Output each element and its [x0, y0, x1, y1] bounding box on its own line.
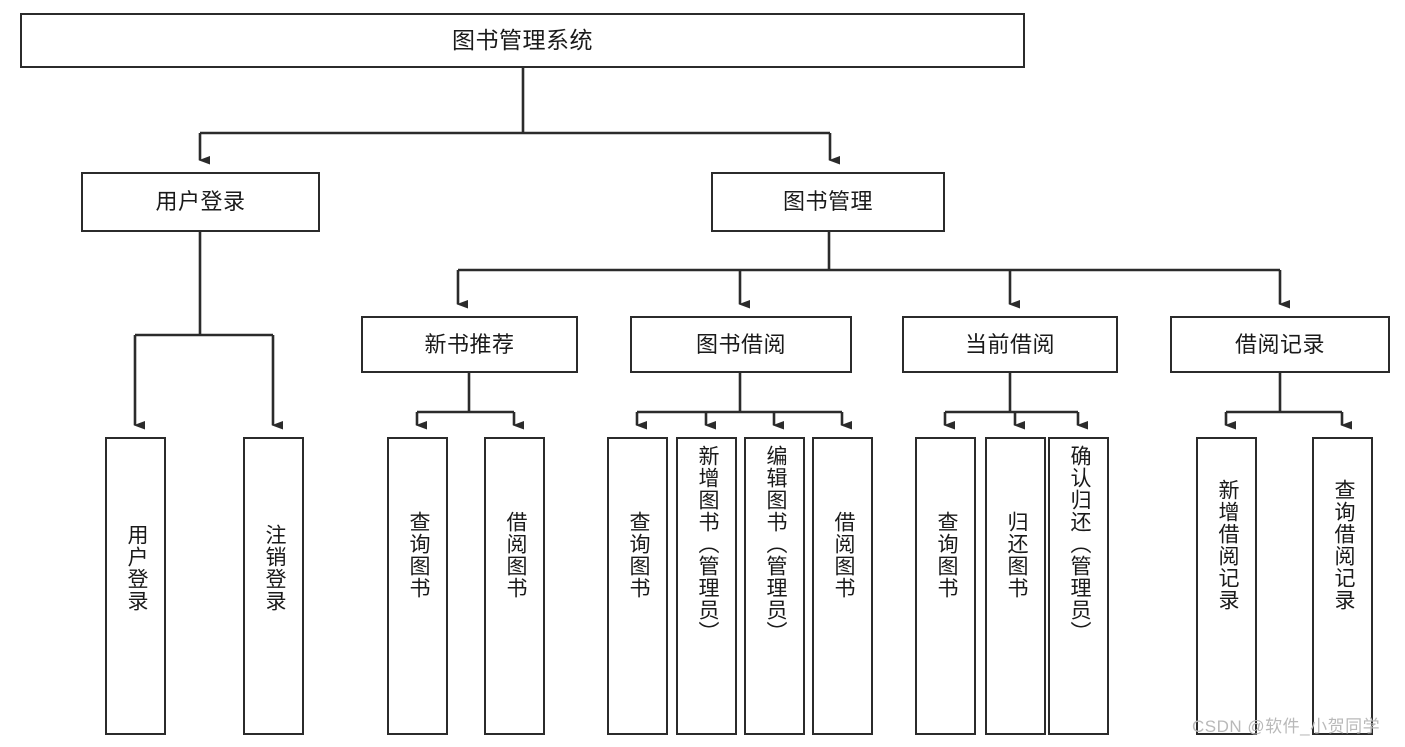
node-label: 新增借阅记录	[1215, 479, 1239, 611]
node-root-system[interactable]: 图书管理系统	[20, 13, 1025, 68]
node-book-manage[interactable]: 图书管理	[711, 172, 945, 232]
node-label: 借阅图书	[503, 511, 527, 599]
watermark-text: CSDN @软件_小贺同学	[1192, 717, 1381, 736]
node-label: 借阅图书	[831, 511, 855, 599]
node-label: 当前借阅	[964, 331, 1055, 357]
node-leaf-query-borrow-record[interactable]: 查询借阅记录	[1312, 437, 1373, 735]
node-label: 编辑图书（管理员）	[763, 445, 787, 643]
node-leaf-query-book-recommend[interactable]: 查询图书	[387, 437, 448, 735]
node-label: 查询图书	[626, 511, 650, 599]
node-label: 查询借阅记录	[1331, 479, 1355, 611]
node-leaf-logout-login[interactable]: 注销登录	[243, 437, 304, 735]
node-label: 查询图书	[406, 511, 430, 599]
node-borrow-record[interactable]: 借阅记录	[1170, 316, 1390, 373]
node-label: 新书推荐	[424, 331, 515, 357]
node-leaf-user-login[interactable]: 用户登录	[105, 437, 166, 735]
node-leaf-query-book-current[interactable]: 查询图书	[915, 437, 976, 735]
node-leaf-borrow-book-recommend[interactable]: 借阅图书	[484, 437, 545, 735]
node-label: 用户登录	[155, 189, 246, 215]
node-label: 图书管理	[782, 189, 873, 215]
node-current-borrow[interactable]: 当前借阅	[902, 316, 1118, 373]
node-leaf-borrow-book[interactable]: 借阅图书	[812, 437, 873, 735]
node-label: 图书管理系统	[452, 27, 593, 54]
node-book-borrow[interactable]: 图书借阅	[630, 316, 852, 373]
node-leaf-return-book[interactable]: 归还图书	[985, 437, 1046, 735]
node-leaf-add-book-admin[interactable]: 新增图书（管理员）	[676, 437, 737, 735]
node-label: 图书借阅	[695, 331, 786, 357]
node-leaf-add-borrow-record[interactable]: 新增借阅记录	[1196, 437, 1257, 735]
node-label: 借阅记录	[1234, 331, 1325, 357]
node-user-login[interactable]: 用户登录	[81, 172, 320, 232]
node-label: 归还图书	[1004, 511, 1028, 599]
node-new-book-recommend[interactable]: 新书推荐	[361, 316, 578, 373]
node-leaf-confirm-return-admin[interactable]: 确认归还（管理员）	[1048, 437, 1109, 735]
node-leaf-edit-book-admin[interactable]: 编辑图书（管理员）	[744, 437, 805, 735]
node-label: 新增图书（管理员）	[695, 445, 719, 643]
node-label: 查询图书	[934, 511, 958, 599]
node-label: 注销登录	[262, 524, 286, 612]
node-label: 确认归还（管理员）	[1067, 445, 1091, 643]
node-leaf-query-book-borrow[interactable]: 查询图书	[607, 437, 668, 735]
node-label: 用户登录	[124, 524, 148, 612]
